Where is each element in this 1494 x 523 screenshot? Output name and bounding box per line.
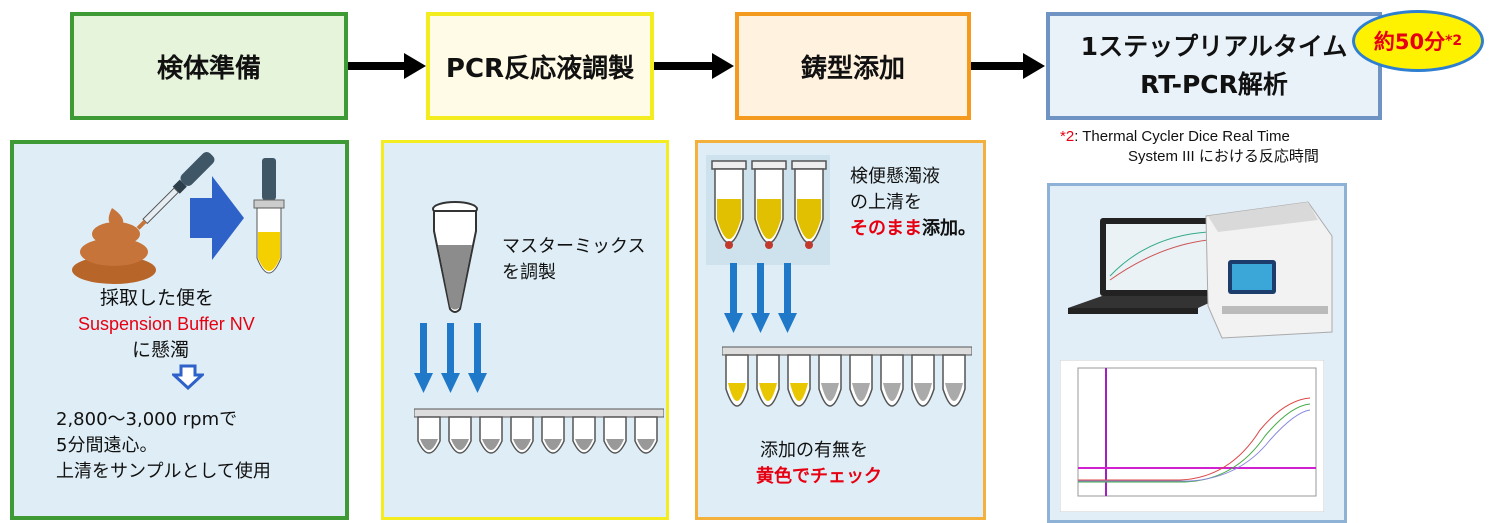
time-badge-footnote: *2 [1445, 33, 1463, 49]
step-pcr-mix-label: PCR反応液調製 [445, 53, 635, 84]
time-badge-text: 約50分 [1373, 30, 1446, 54]
panel-analysis [1047, 183, 1347, 523]
process-arrow-icon [190, 176, 244, 260]
panel1-line2: Suspension Buffer NV [78, 314, 255, 334]
instrument-icon [1205, 201, 1333, 339]
time-badge: 約50分*2 [1352, 10, 1484, 72]
dispense-arrows-icon [414, 323, 487, 393]
step-pcr-mix: PCR反応液調製 [426, 12, 654, 120]
panel3-line3-emphasis: そのまま [850, 218, 922, 239]
footnote-line2: System III における反応時間 [1128, 148, 1319, 165]
master-mix-tube-icon [432, 201, 478, 313]
panel1-line4: 2,800～3,000 rpmで [56, 409, 238, 430]
step-sample-prep-label: 検体準備 [156, 53, 261, 84]
panel1-line3: に懸濁 [132, 339, 190, 361]
step-sample-prep: 検体準備 [70, 12, 348, 120]
panel3-line3-rest: 添加。 [922, 218, 976, 239]
panel1-line6: 上清をサンプルとして使用 [56, 461, 271, 482]
sample-tubes-icon [711, 160, 827, 249]
panel3-line4: 添加の有無を [760, 440, 868, 461]
down-arrow-icon [172, 364, 204, 390]
panel3-line3: そのまま添加。 [850, 217, 976, 241]
panel3-line1: 検便懸濁液 [850, 166, 940, 187]
footnote-line1: : Thermal Cycler Dice Real Time [1074, 128, 1290, 145]
flow-arrow-1 [348, 53, 426, 79]
amplification-plot-image [1060, 360, 1324, 512]
step-template-add: 鋳型添加 [735, 12, 971, 120]
panel3-line5: 黄色でチェック [756, 466, 882, 487]
laptop-icon [1068, 218, 1224, 314]
footnote: *2: Thermal Cycler Dice Real Time System… [1060, 127, 1319, 167]
panel3-line2: の上清を [850, 192, 922, 213]
step-rt-pcr-line1: 1ステップリアルタイム [1080, 32, 1348, 61]
panel1-line1: 採取した便を [100, 287, 215, 309]
stool-icon [72, 208, 156, 284]
add-arrows-icon [724, 263, 797, 333]
panel-pcr-mix: マスターミックス を調製 [381, 140, 669, 520]
strip-tubes-checked-icon [722, 346, 972, 407]
dropper-icon [136, 151, 215, 230]
panel-sample-prep: 採取した便を Suspension Buffer NV に懸濁 2,800～3,… [10, 140, 349, 520]
panel-template-add: 検便懸濁液 の上清を そのまま添加。 添加の有無を 黄色でチェック [695, 140, 986, 520]
thermal-cycler-illustration [1068, 201, 1333, 339]
footnote-mark: *2 [1060, 128, 1075, 145]
panel2-line1: マスターミックス [502, 236, 646, 257]
flow-arrow-3 [971, 53, 1045, 79]
panel2-line2: を調製 [502, 262, 556, 283]
tube-icon [253, 158, 285, 274]
step-rt-pcr-analysis: 1ステップリアルタイム RT-PCR解析 [1046, 12, 1382, 120]
step-template-add-label: 鋳型添加 [800, 53, 905, 84]
stool-to-tube-illustration [72, 151, 285, 284]
panel1-line5: 5分間遠心。 [56, 435, 158, 456]
step-rt-pcr-line2: RT-PCR解析 [1140, 70, 1288, 99]
strip-tubes-icon [414, 408, 664, 454]
flow-arrow-2 [654, 53, 734, 79]
